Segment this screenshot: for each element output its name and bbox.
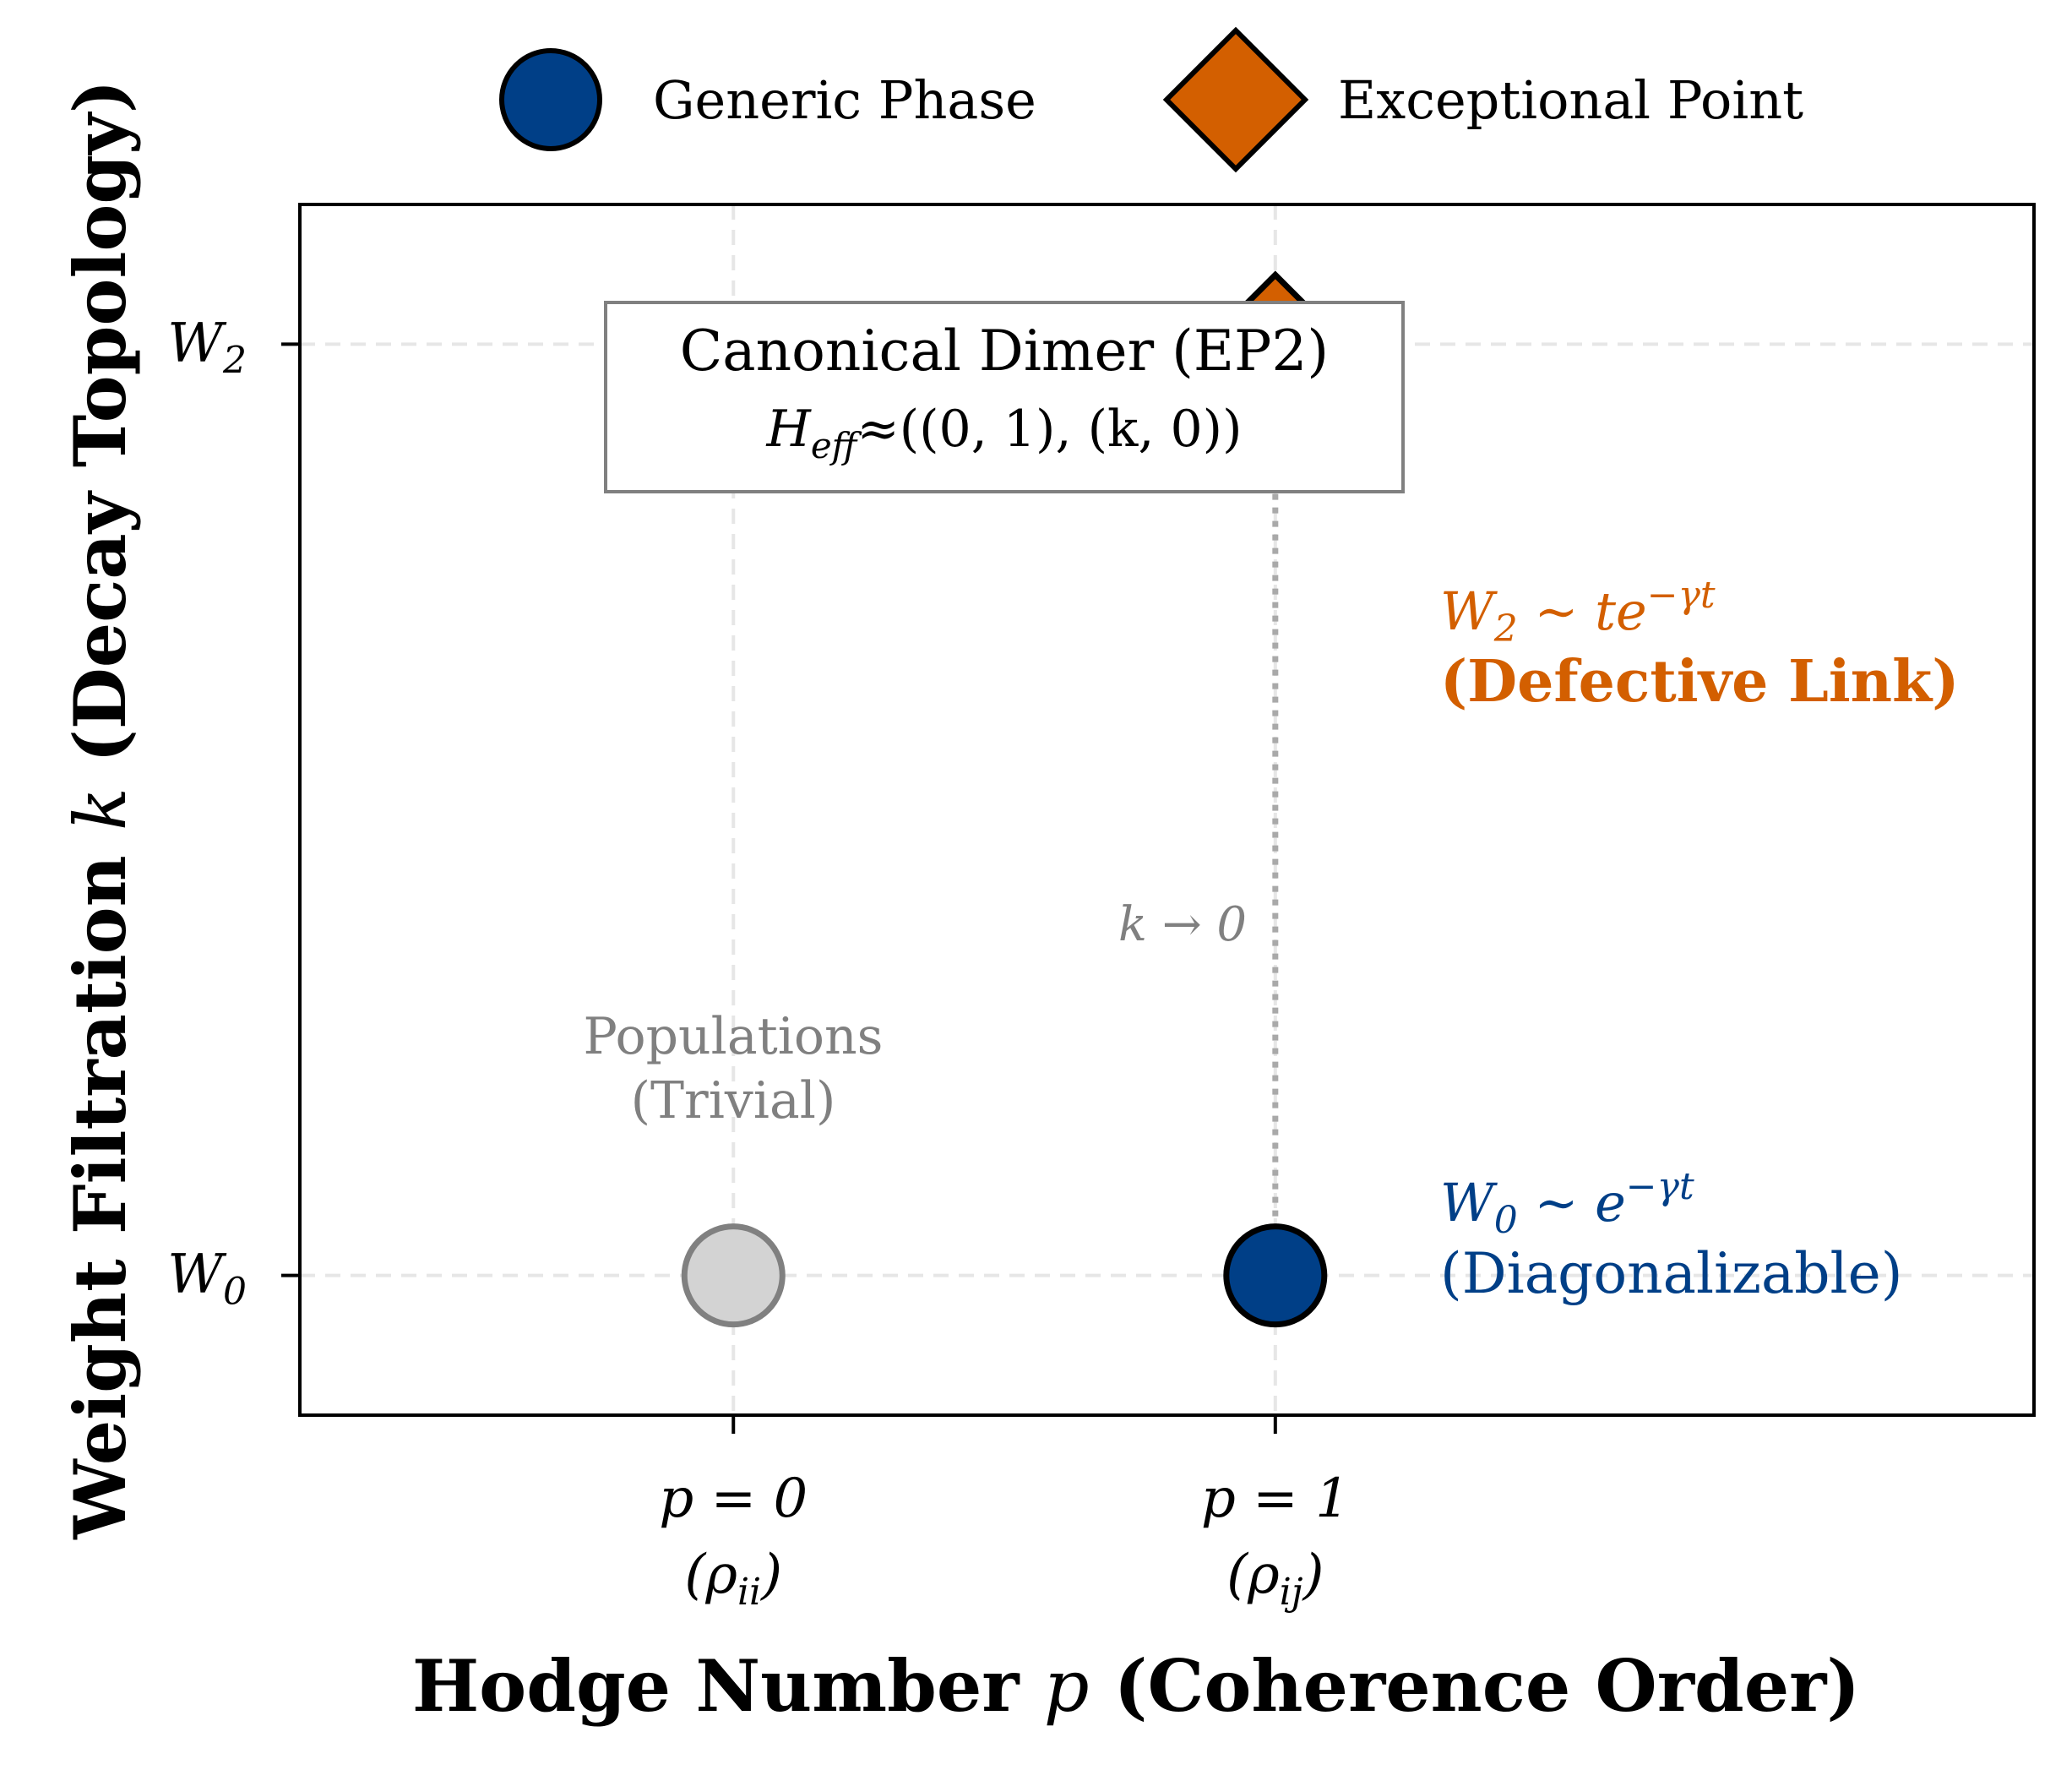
populations-point xyxy=(681,1223,786,1328)
x-tick-sublabel: (ρij) xyxy=(1226,1544,1324,1614)
y-axis-label: Weight Filtration k (Decay Topology) xyxy=(58,79,142,1539)
y-tick-label: W0 xyxy=(167,1244,247,1314)
legend: Generic Phase Exceptional Point xyxy=(499,26,1803,173)
legend-diamond-marker xyxy=(1162,26,1309,173)
legend-circle-marker xyxy=(499,48,602,151)
legend-label-generic: Generic Phase xyxy=(653,69,1036,131)
axis-ticks: p = 0 (ρii) p = 1 (ρij) W0 W2 xyxy=(167,312,1350,1614)
generic-phase-point xyxy=(1223,1223,1328,1328)
x-tick-label: p = 0 xyxy=(659,1468,808,1530)
x-tick-sublabel: (ρii) xyxy=(684,1544,782,1614)
w0-label: (Diagonalizable) xyxy=(1440,1241,1902,1306)
legend-label-exceptional: Exceptional Point xyxy=(1338,69,1803,131)
w2-formula: W2 ∼ te−γt xyxy=(1440,574,1716,651)
populations-sublabel: (Trivial) xyxy=(631,1071,836,1130)
y-tick-label: W2 xyxy=(167,312,247,382)
connector-label: k → 0 xyxy=(1118,897,1247,952)
x-axis-label: Hodge Number p (Coherence Order) xyxy=(412,1644,1860,1728)
annotation-box: Canonical Dimer (EP2) Heff≈((0, 1), (k, … xyxy=(604,301,1405,493)
annotation-box-formula: Heff≈((0, 1), (k, 0)) xyxy=(766,400,1243,466)
x-tick-label: p = 1 xyxy=(1201,1468,1350,1530)
plot-frame xyxy=(298,203,2036,1417)
populations-label: Populations xyxy=(584,1007,884,1066)
w0-formula: W0 ∼ e−γt xyxy=(1440,1165,1694,1242)
annotation-box-title: Canonical Dimer (EP2) xyxy=(680,319,1329,384)
annotation-box-frame xyxy=(604,301,1405,493)
w2-label: (Defective Link) xyxy=(1440,648,1959,716)
